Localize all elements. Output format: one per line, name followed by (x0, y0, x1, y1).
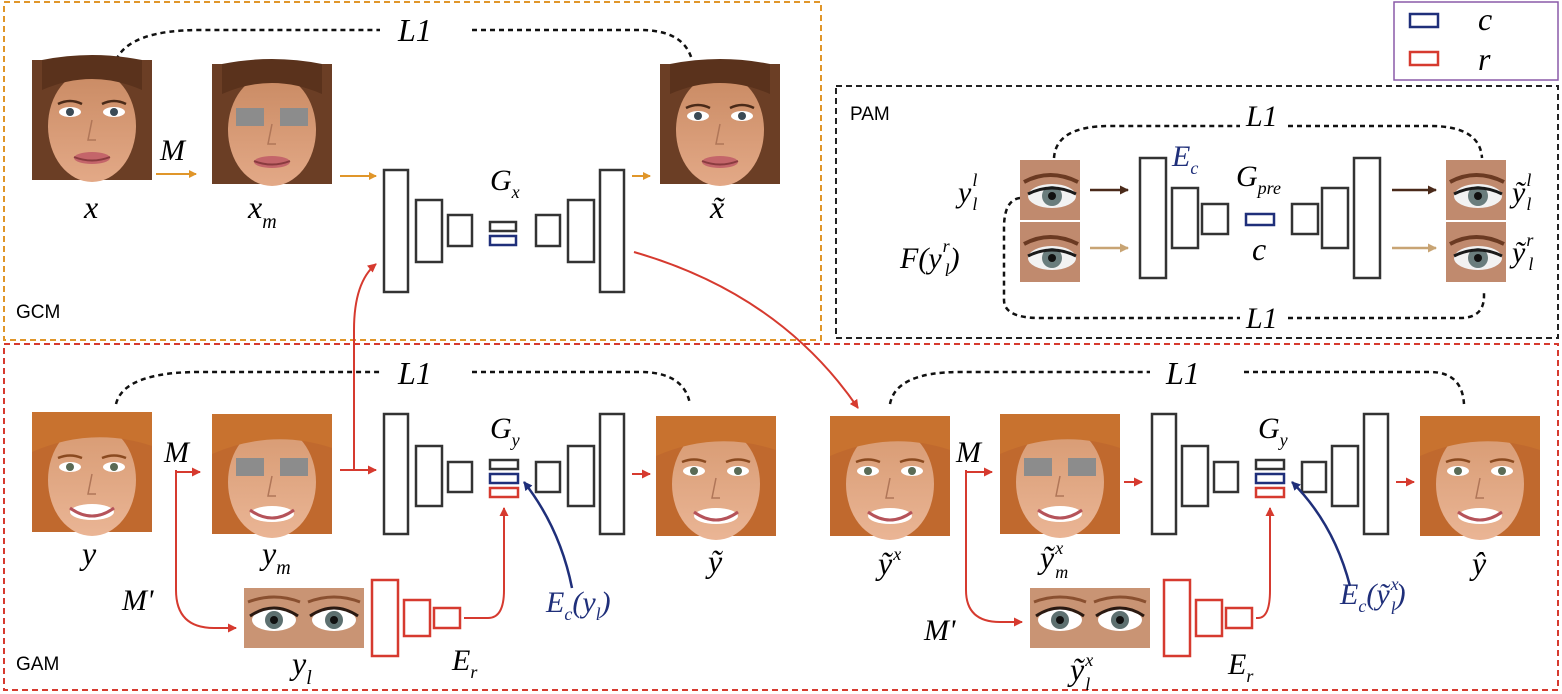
pam-bottom-l1-link (1002, 196, 1486, 320)
gcm-generator-network (382, 168, 626, 294)
gam-right-output-label: ŷ (1469, 545, 1487, 581)
gam-right-content-code (1254, 472, 1286, 485)
pam-output-bottom-image (1444, 220, 1508, 284)
gcm-label: GCM (16, 302, 60, 323)
pam-eye-top-image (1018, 158, 1082, 222)
label-ym: ym (259, 535, 291, 579)
gam-right-input-image (828, 414, 952, 542)
pam-code-label: c (1252, 231, 1266, 267)
gam-right-ref-encoder-label: Er (1227, 648, 1254, 686)
pam-encoder-label: Ec (1171, 140, 1198, 178)
gam-right-input-label: ỹx (875, 544, 901, 581)
gam-right-content-arrow (1291, 481, 1352, 587)
eyes-y-image (242, 586, 366, 650)
masked-x-image (211, 58, 333, 187)
gcm-border (3, 1, 822, 341)
gam-left-l1-label: L1 (397, 355, 432, 391)
gam-left-mask-label: M (163, 436, 191, 469)
gam-right-mask-label: M (955, 436, 983, 469)
gam-label: GAM (16, 654, 59, 675)
legend-c-swatch (1408, 12, 1440, 29)
gam-right-generator-label: Gy (1258, 412, 1288, 450)
gam-left-code-1 (488, 458, 520, 471)
gam-left-l1-link (114, 370, 692, 405)
pam-top-l1-label: L1 (1245, 100, 1278, 133)
output-x-image (659, 58, 781, 187)
gam-right-eyes-image (1028, 586, 1152, 650)
gam-right-ref-code (1254, 486, 1286, 499)
pam-content-code (1244, 212, 1276, 227)
gcm-generator-label: Gx (490, 164, 520, 202)
label-y-tilde: ỹ (705, 543, 723, 579)
pam-output-top-image (1444, 158, 1508, 222)
gam-left-generator-network (382, 412, 626, 536)
pam-bottom-l1-label: L1 (1245, 302, 1278, 335)
gam-left-content-label: Ec(yl) (545, 586, 611, 624)
masked-y-to-gcm-arrow (353, 263, 377, 470)
masked-y-image (210, 412, 334, 540)
gam-left-content-code (488, 472, 520, 485)
gam-right-mask-arrow (965, 467, 993, 477)
gam-right-ref-encoder-network (1162, 578, 1254, 658)
pam-border (835, 85, 1559, 339)
gcm-to-gam-right-arrow (633, 251, 859, 409)
gam-right-ref-arrow (1256, 507, 1275, 619)
label-y: y (79, 535, 97, 571)
gcm-content-code-2 (488, 234, 518, 247)
gam-right-eye-mask-arrow (965, 472, 1023, 627)
label-x-tilde: x̃ (709, 189, 725, 225)
label-yl: yl (289, 645, 312, 689)
gam-right-masked-image (998, 412, 1122, 540)
gam-left-ref-code (488, 486, 520, 499)
gam-left-content-arrow (523, 481, 574, 589)
gam-left-eye-mask-arrow (175, 472, 237, 633)
gam-left-ref-arrow (464, 507, 509, 619)
gam-right-code-1 (1254, 458, 1286, 471)
pam-network (1138, 156, 1382, 280)
face-y-image (30, 410, 154, 538)
gam-left-generator-label: Gy (490, 412, 520, 450)
gcm-mask-label: M (159, 134, 187, 167)
legend-c-label: c (1478, 1, 1492, 37)
gcm-l1-label: L1 (397, 12, 432, 48)
gam-right-l1-link (888, 370, 1466, 405)
label-x: x (83, 189, 98, 225)
gam-right-l1-label: L1 (1165, 355, 1200, 391)
pam-label: PAM (850, 104, 890, 125)
gam-left-ref-encoder-label: Er (451, 644, 478, 682)
legend-r-label: r (1478, 41, 1491, 77)
pam-generator-label: Gpre (1236, 160, 1281, 198)
pam-eye-bottom-image (1018, 220, 1082, 284)
face-x-image (31, 54, 153, 183)
gam-left-ref-encoder-network (370, 578, 462, 658)
gam-right-eye-mask-label: M' (923, 614, 956, 647)
gam-right-generator-network (1150, 412, 1390, 536)
gcm-content-code-1 (488, 220, 518, 233)
label-xm: xm (247, 189, 277, 233)
gam-right-output-image (1418, 414, 1542, 542)
output-y-image (654, 414, 778, 542)
gcm-l1-link (114, 28, 694, 61)
legend-r-swatch (1408, 50, 1440, 67)
gam-left-eye-mask-label: M' (121, 584, 154, 617)
gam-left-mask-arrow (175, 467, 201, 477)
